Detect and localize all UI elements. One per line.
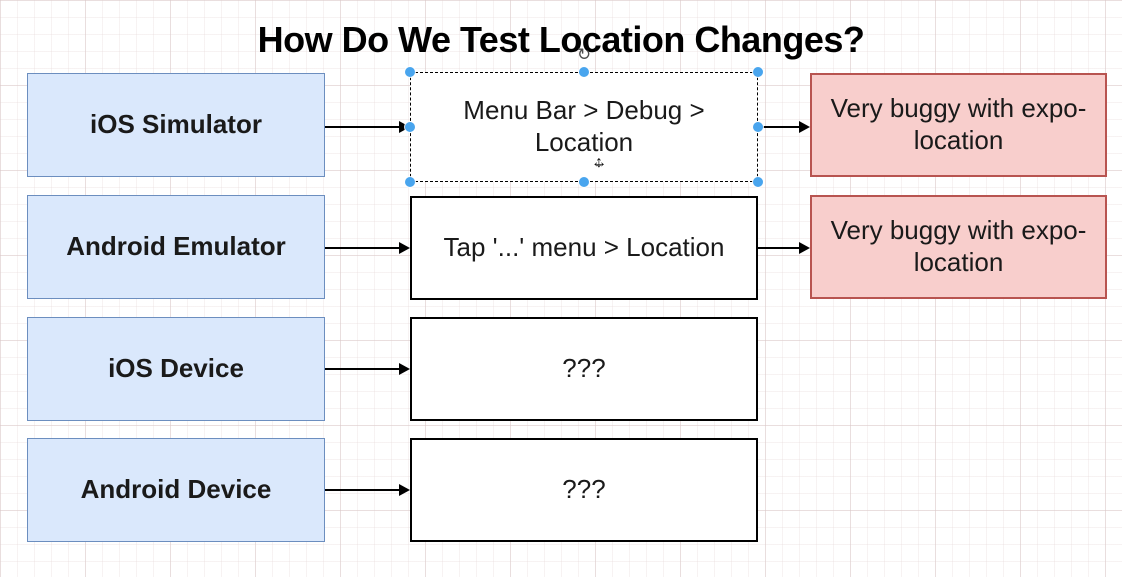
- shape-result-ios-simulator-label: Very buggy with expo-location: [830, 93, 1087, 155]
- shape-android-device[interactable]: Android Device: [27, 438, 325, 542]
- arrow-method-to-result-android[interactable]: [758, 242, 810, 254]
- arrow-shaft: [325, 247, 401, 249]
- arrow-shaft: [325, 368, 401, 370]
- shape-method-android-emulator-label: Tap '...' menu > Location: [443, 232, 725, 263]
- selection-handle-e[interactable]: [753, 122, 763, 132]
- selection-handle-ne[interactable]: [753, 67, 763, 77]
- selection-handle-w[interactable]: [405, 122, 415, 132]
- move-vertical-icon: ↕: [595, 154, 603, 171]
- arrow-android-device-to-method[interactable]: [325, 484, 410, 496]
- shape-method-android-emulator[interactable]: Tap '...' menu > Location: [410, 196, 758, 300]
- arrow-shaft: [325, 126, 401, 128]
- shape-ios-simulator[interactable]: iOS Simulator: [27, 73, 325, 177]
- shape-ios-device[interactable]: iOS Device: [27, 317, 325, 421]
- arrowhead-icon: [399, 242, 410, 254]
- shape-method-android-device-label: ???: [562, 474, 606, 505]
- shape-android-emulator-label: Android Emulator: [66, 231, 286, 262]
- arrow-ios-device-to-method[interactable]: [325, 363, 410, 375]
- diagram-title[interactable]: How Do We Test Location Changes?: [257, 19, 865, 60]
- arrow-shaft: [325, 489, 401, 491]
- shape-android-device-label: Android Device: [80, 474, 272, 505]
- selection-handle-s[interactable]: [579, 177, 589, 187]
- shape-result-android-emulator-label: Very buggy with expo-location: [830, 215, 1087, 277]
- shape-method-ios-device[interactable]: ???: [410, 317, 758, 421]
- move-horizontal-icon: ↔: [591, 154, 607, 171]
- selection-handle-nw[interactable]: [405, 67, 415, 77]
- arrow-ios-simulator-to-method[interactable]: [325, 121, 410, 133]
- rotate-handle-icon[interactable]: ↻: [576, 45, 592, 64]
- shape-ios-device-label: iOS Device: [108, 353, 244, 384]
- arrowhead-icon: [399, 363, 410, 375]
- arrowhead-icon: [799, 242, 810, 254]
- move-cursor-icon[interactable]: ↔ ↕: [589, 153, 609, 173]
- shape-method-ios-device-label: ???: [562, 353, 606, 384]
- arrowhead-icon: [799, 121, 810, 133]
- shape-result-android-emulator[interactable]: Very buggy with expo-location: [810, 195, 1107, 299]
- arrowhead-icon: [399, 484, 410, 496]
- shape-result-ios-simulator[interactable]: Very buggy with expo-location: [810, 73, 1107, 177]
- shape-method-ios-simulator[interactable]: Menu Bar > Debug > Location: [410, 72, 758, 182]
- shape-method-android-device[interactable]: ???: [410, 438, 758, 542]
- shape-ios-simulator-label: iOS Simulator: [90, 109, 262, 140]
- selection-handle-sw[interactable]: [405, 177, 415, 187]
- arrow-shaft: [756, 126, 801, 128]
- selection-handle-se[interactable]: [753, 177, 763, 187]
- shape-android-emulator[interactable]: Android Emulator: [27, 195, 325, 299]
- arrow-android-emulator-to-method[interactable]: [325, 242, 410, 254]
- shape-method-ios-simulator-label: Menu Bar > Debug > Location: [463, 95, 705, 157]
- arrowhead-icon: [399, 121, 410, 133]
- selection-handle-n[interactable]: [579, 67, 589, 77]
- arrow-shaft: [758, 247, 801, 249]
- arrow-method-to-result-ios[interactable]: [756, 121, 810, 133]
